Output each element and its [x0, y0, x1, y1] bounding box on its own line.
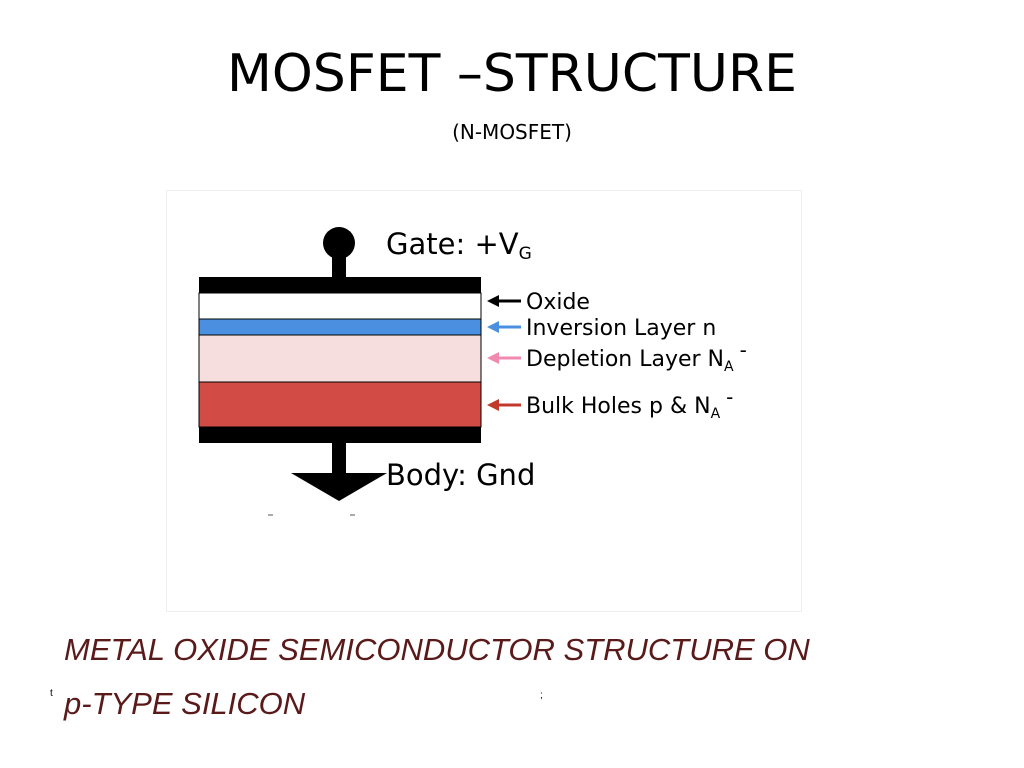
gate-lead [332, 251, 346, 279]
oxide-arrow-icon [487, 295, 521, 307]
body-lead [332, 443, 346, 473]
gate-label: Gate: +VG [386, 227, 532, 264]
ground-arrow-icon [291, 473, 387, 501]
depletion-layer [198, 334, 482, 383]
mosfet-diagram: Gate: +VG Oxide Inversion Layer n Deplet… [166, 190, 802, 612]
gate-metal-layer [199, 277, 481, 293]
inversion-arrow-icon [487, 321, 521, 333]
inversion-layer [198, 318, 482, 336]
caption-line-1: METAL OXIDE SEMICONDUCTOR STRUCTURE ON [64, 632, 810, 667]
oxide-layer [198, 292, 482, 320]
bulk-layer [198, 381, 482, 428]
inversion-label: Inversion Layer n [526, 316, 716, 341]
stray-mark: ; [540, 690, 543, 701]
caption-line-2: p-TYPE SILICON [64, 686, 306, 721]
stray-mark: t [50, 688, 53, 699]
mosfet-diagram-svg: Gate: +VG Oxide Inversion Layer n Deplet… [198, 227, 747, 516]
body-metal-layer [199, 427, 481, 443]
bulk-label: Bulk Holes p & NA- [526, 385, 733, 422]
body-label: Body: Gnd [386, 458, 535, 492]
depletion-arrow-icon [487, 352, 521, 364]
slide-title: MOSFET –STRUCTURE [227, 44, 797, 104]
depletion-label: Depletion Layer NA- [526, 338, 747, 375]
gate-terminal-icon [323, 227, 355, 259]
bulk-arrow-icon [487, 399, 521, 411]
oxide-label: Oxide [526, 290, 590, 315]
slide-subtitle: (N-MOSFET) [452, 120, 572, 144]
